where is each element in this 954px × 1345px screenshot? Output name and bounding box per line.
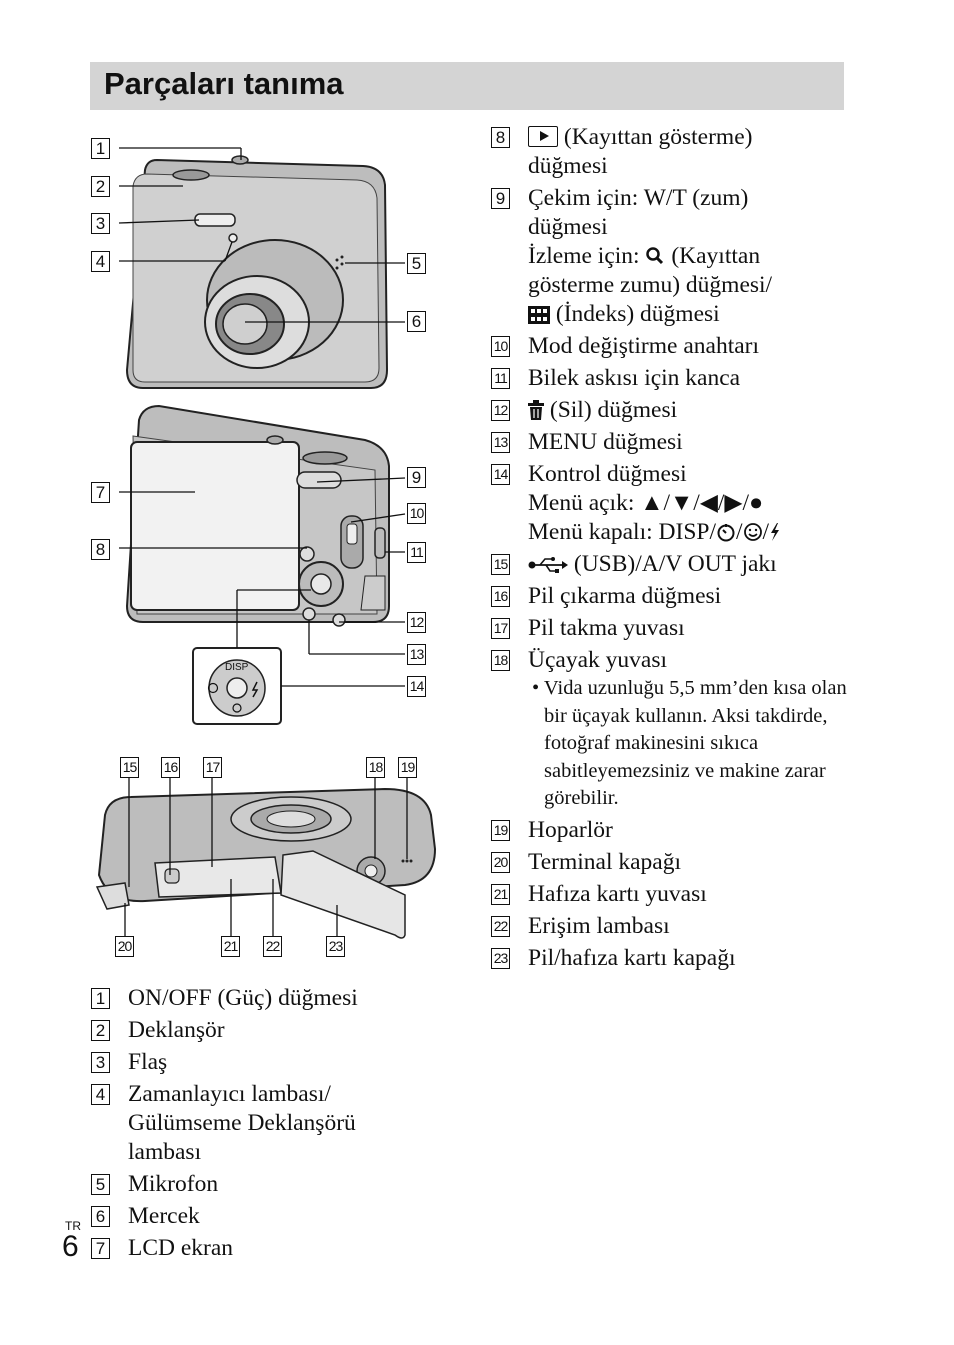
trash-icon: [528, 400, 544, 420]
index-grid-icon: [528, 306, 550, 324]
callout-7: 7: [91, 482, 110, 503]
callout-2: 2: [91, 176, 110, 197]
callout-21: 21: [221, 936, 240, 957]
self-timer-icon: [717, 524, 735, 542]
list-item: 15 (USB)/A/V OUT jakı: [491, 550, 851, 579]
usb-icon: [528, 557, 568, 573]
callout-17: 17: [203, 757, 222, 778]
flash-icon: [771, 523, 780, 541]
page-title: Parçaları tanıma: [104, 66, 344, 101]
list-item: 18 Üçayak yuvası • Vida uzunluğu 5,5 mm’…: [491, 646, 851, 813]
camera-front-illustration: [118, 147, 405, 389]
callout-9: 9: [407, 467, 426, 488]
callout-8: 8: [91, 539, 110, 560]
list-item: 9 Çekim için: W/T (zum) düğmesi İzleme i…: [491, 184, 851, 329]
callout-3: 3: [91, 213, 110, 234]
callout-20: 20: [115, 936, 134, 957]
callout-4: 4: [91, 251, 110, 272]
camera-bottom-illustration: [95, 775, 437, 940]
list-item: 14 Kontrol düğmesi Menü açık: ▲/▼/◀/▶/● …: [491, 460, 851, 547]
callout-15: 15: [120, 757, 139, 778]
page-language-code: TR: [65, 1219, 81, 1233]
callout-19: 19: [398, 757, 417, 778]
callout-14: 14: [407, 676, 426, 697]
parts-list-right: 8 (Kayıttan gösterme) düğmesi 9 Çekim iç…: [491, 123, 851, 976]
callout-5: 5: [407, 253, 426, 274]
callout-1: 1: [91, 138, 110, 159]
list-item: 8 (Kayıttan gösterme) düğmesi: [491, 123, 851, 181]
section-title-bar: Parçaları tanıma: [90, 62, 844, 110]
callout-10: 10: [407, 503, 426, 524]
callout-13: 13: [407, 644, 426, 665]
list-item: 12 (Sil) düğmesi: [491, 396, 851, 425]
callout-6: 6: [407, 311, 426, 332]
zoom-magnifier-icon: [646, 247, 664, 265]
callout-16: 16: [161, 757, 180, 778]
callout-22: 22: [263, 936, 282, 957]
callout-18: 18: [366, 757, 385, 778]
callout-11: 11: [407, 542, 426, 563]
callout-23: 23: [326, 936, 345, 957]
camera-back-illustration: DISP: [119, 404, 406, 725]
page-number: 6: [62, 1230, 79, 1263]
tripod-note: • Vida uzunluğu 5,5 mm’den kısa olan bir…: [532, 677, 847, 809]
smile-icon: [743, 523, 762, 541]
playback-icon: [528, 126, 558, 147]
callout-12: 12: [407, 612, 426, 633]
control-disp-label: DISP: [225, 662, 249, 673]
